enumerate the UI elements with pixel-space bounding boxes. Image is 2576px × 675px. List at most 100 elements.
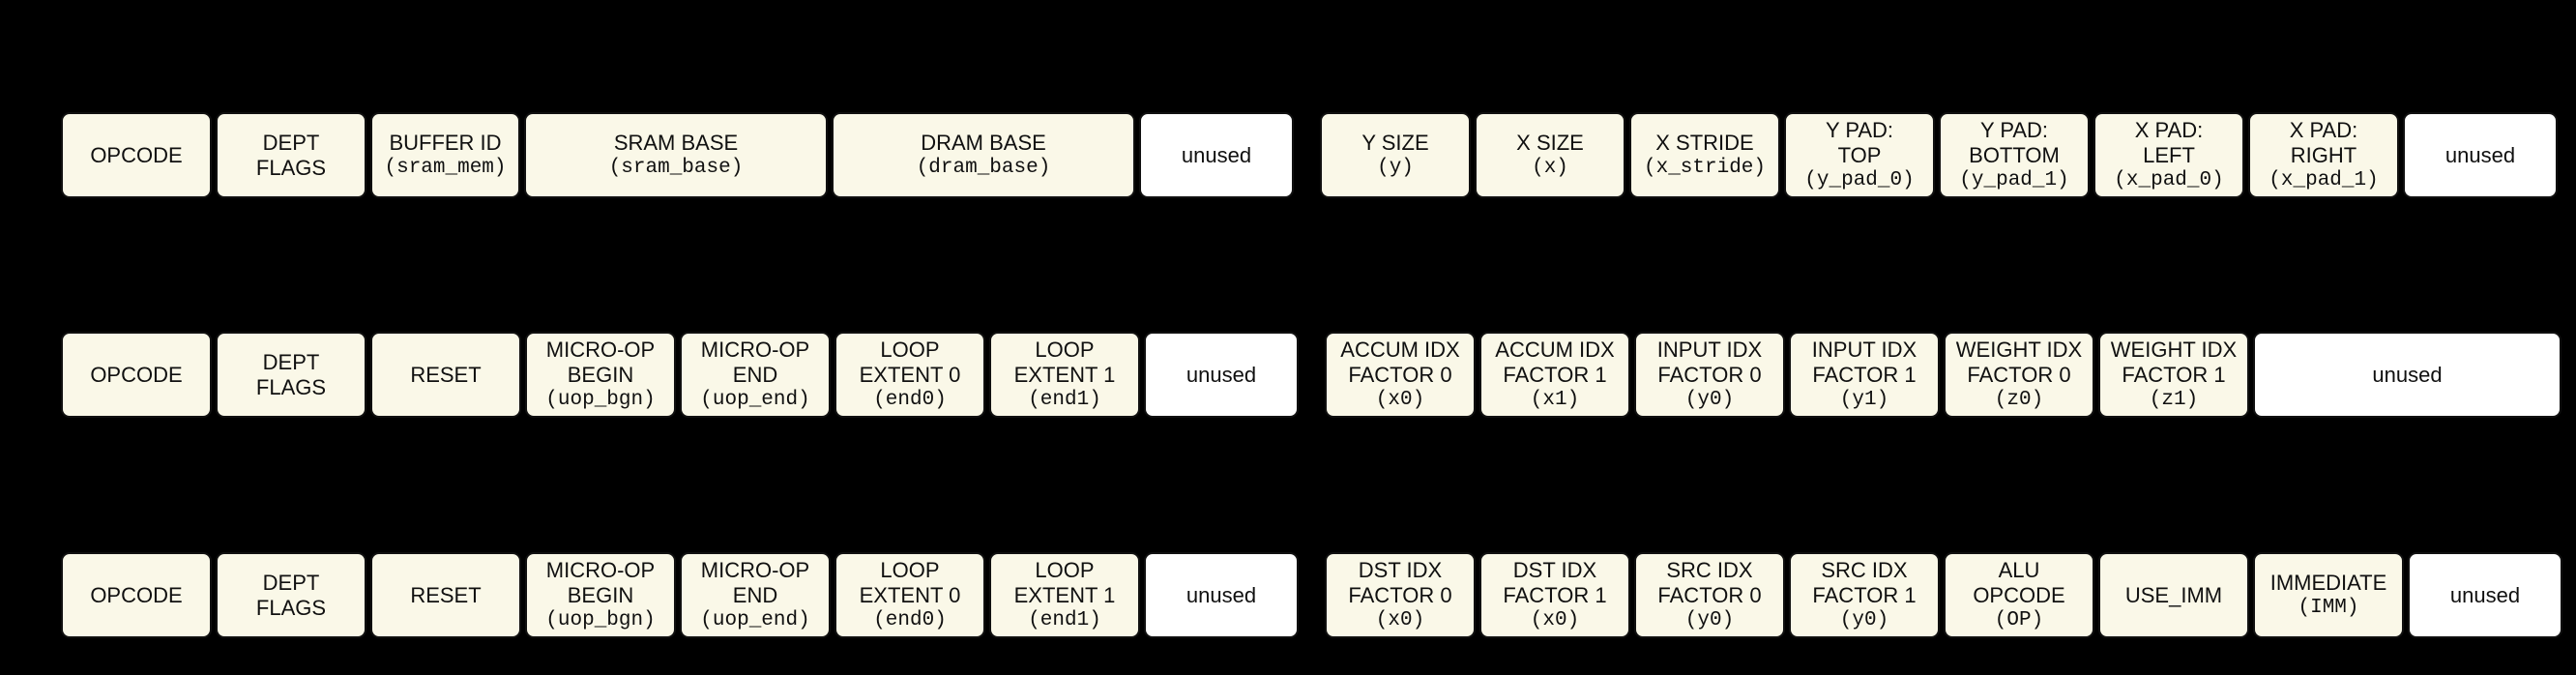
field-label-line: EXTENT 0 xyxy=(859,582,961,607)
field-label-line: FLAGS xyxy=(255,595,327,620)
field-label-line: FACTOR 0 xyxy=(1657,362,1762,387)
unused-box-r3g1f8: unused xyxy=(1144,552,1299,638)
field-label-line: MICRO-OP xyxy=(700,557,810,582)
field-sublabel: (sram_mem) xyxy=(384,156,507,179)
field-box-y-size-r1g2f1: Y SIZE(y) xyxy=(1320,112,1471,198)
field-label: Y PAD:BOTTOM xyxy=(1969,118,2060,168)
field-label-line: OPCODE xyxy=(1973,582,2065,607)
field-box-y-pad-bottom-r1g2f5: Y PAD:BOTTOM(y_pad_1) xyxy=(1939,112,2090,198)
field-label-line: RESET xyxy=(410,362,482,387)
field-label-line: SRAM BASE xyxy=(613,130,739,155)
field-label-line: USE_IMM xyxy=(2124,582,2223,607)
field-label-line: LOOP xyxy=(1035,337,1095,362)
field-label-line: WEIGHT IDX xyxy=(2110,337,2238,362)
field-label-line: ACCUM IDX xyxy=(1495,337,1615,362)
field-label: X PAD:LEFT xyxy=(2135,118,2204,168)
field-label-line: ACCUM IDX xyxy=(1340,337,1460,362)
field-label: OPCODE xyxy=(90,143,182,168)
field-sublabel: (x0) xyxy=(1530,608,1580,631)
field-label-line: MICRO-OP xyxy=(545,557,656,582)
field-label-line: BOTTOM xyxy=(1969,142,2060,167)
field-label-line: OPCODE xyxy=(90,362,183,387)
field-label: X STRIDE xyxy=(1655,131,1753,156)
field-label-line: unused xyxy=(2372,362,2443,387)
field-label-line: unused xyxy=(2449,582,2521,607)
field-label: Y SIZE xyxy=(1361,131,1428,156)
field-label-line: BUFFER ID xyxy=(389,130,502,155)
field-label: RESET xyxy=(410,363,481,388)
field-label-line: SRC IDX xyxy=(1821,557,1908,582)
field-label-line: MICRO-OP xyxy=(700,337,810,362)
field-box-x-stride-r1g2f3: X STRIDE(x_stride) xyxy=(1629,112,1780,198)
field-label: unused xyxy=(2372,363,2442,388)
field-label-line: DRAM BASE xyxy=(921,130,1046,155)
field-sublabel: (y) xyxy=(1377,156,1414,179)
field-label-line: X STRIDE xyxy=(1655,130,1754,155)
unused-box-r2g2f7: unused xyxy=(2253,332,2561,418)
field-label: X PAD:RIGHT xyxy=(2290,118,2358,168)
field-sublabel: (x_pad_1) xyxy=(2269,168,2379,191)
field-label: SRAM BASE xyxy=(614,131,738,156)
field-label: unused xyxy=(2450,583,2520,608)
field-label-line: OPCODE xyxy=(90,142,183,167)
field-box-x-size-r1g2f2: X SIZE(x) xyxy=(1475,112,1625,198)
field-label-line: OPCODE xyxy=(90,582,183,607)
field-label: unused xyxy=(1182,143,1251,168)
field-sublabel: (uop_bgn) xyxy=(545,608,656,631)
field-sublabel: (x1) xyxy=(1530,388,1580,411)
field-label-line: DST IDX xyxy=(1358,557,1443,582)
field-label-line: LOOP xyxy=(880,337,940,362)
field-label: DRAM BASE xyxy=(921,131,1046,156)
field-label-line: TOP xyxy=(1837,142,1882,167)
field-box-y-pad-top-r1g2f4: Y PAD:TOP(y_pad_0) xyxy=(1784,112,1935,198)
field-box-immediate-r3g2f7: IMMEDIATE(IMM) xyxy=(2253,552,2404,638)
field-label: RESET xyxy=(410,583,481,608)
field-label-line: unused xyxy=(1181,142,1252,167)
field-label-line: X PAD: xyxy=(2289,117,2358,142)
field-sublabel: (y_pad_1) xyxy=(1959,168,2069,191)
field-label: Y PAD:TOP xyxy=(1826,118,1893,168)
field-label: IMMEDIATE xyxy=(2270,571,2387,596)
field-sublabel: (y1) xyxy=(1839,388,1889,411)
field-sublabel: (IMM) xyxy=(2298,596,2359,619)
field-sublabel: (uop_end) xyxy=(700,388,810,411)
field-label-line: FACTOR 0 xyxy=(1348,362,1452,387)
field-label-line: DEPT xyxy=(262,349,320,374)
field-sublabel: (dram_base) xyxy=(916,156,1051,179)
field-label: unused xyxy=(1186,363,1256,388)
field-sublabel: (end1) xyxy=(1028,608,1101,631)
field-label-line: FACTOR 0 xyxy=(1967,362,2071,387)
field-label: OPCODE xyxy=(90,583,182,608)
field-label-line: DEPT xyxy=(262,570,320,595)
field-label: unused xyxy=(2445,143,2515,168)
field-label-line: FACTOR 1 xyxy=(2122,362,2226,387)
field-label-line: INPUT IDX xyxy=(1656,337,1763,362)
field-label-line: LOOP xyxy=(880,557,940,582)
instruction-row-1-group-2: Y SIZE(y)X SIZE(x)X STRIDE(x_stride)Y PA… xyxy=(1320,112,2558,198)
field-sublabel: (end0) xyxy=(873,608,947,631)
field-label-line: RESET xyxy=(410,582,482,607)
